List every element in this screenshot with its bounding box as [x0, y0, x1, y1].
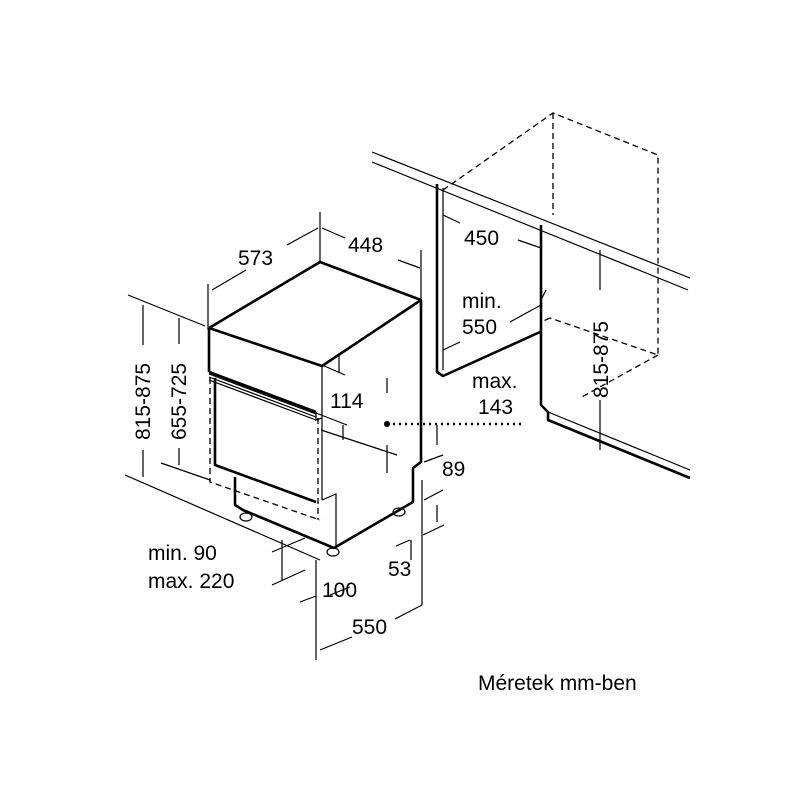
label-depth-573: 573	[238, 247, 273, 270]
label-width-448: 448	[348, 234, 383, 257]
label-height-door: 655-725	[168, 363, 191, 440]
label-depth-550: 550	[352, 616, 387, 639]
label-plinth-min: min. 90	[148, 542, 217, 565]
label-niche-width-450: 450	[464, 227, 499, 250]
label-panel-114: 114	[330, 390, 364, 413]
dishwasher-body	[207, 260, 423, 557]
label-plinth-89: 89	[442, 458, 465, 481]
label-foot-53: 53	[388, 558, 411, 581]
label-foot-100: 100	[322, 579, 357, 602]
label-offset-max: max.	[472, 370, 518, 393]
label-niche-depth-min: min.	[462, 290, 502, 313]
label-niche-height: 815-875	[590, 321, 613, 398]
caption-units: Méretek mm-ben	[478, 672, 637, 695]
label-plinth-max: max. 220	[148, 570, 234, 593]
label-offset-143: 143	[478, 396, 513, 419]
dimension-lines	[124, 212, 601, 660]
label-niche-depth-550: 550	[462, 316, 497, 339]
label-height-total: 815-875	[132, 363, 155, 440]
installation-niche	[371, 112, 691, 480]
